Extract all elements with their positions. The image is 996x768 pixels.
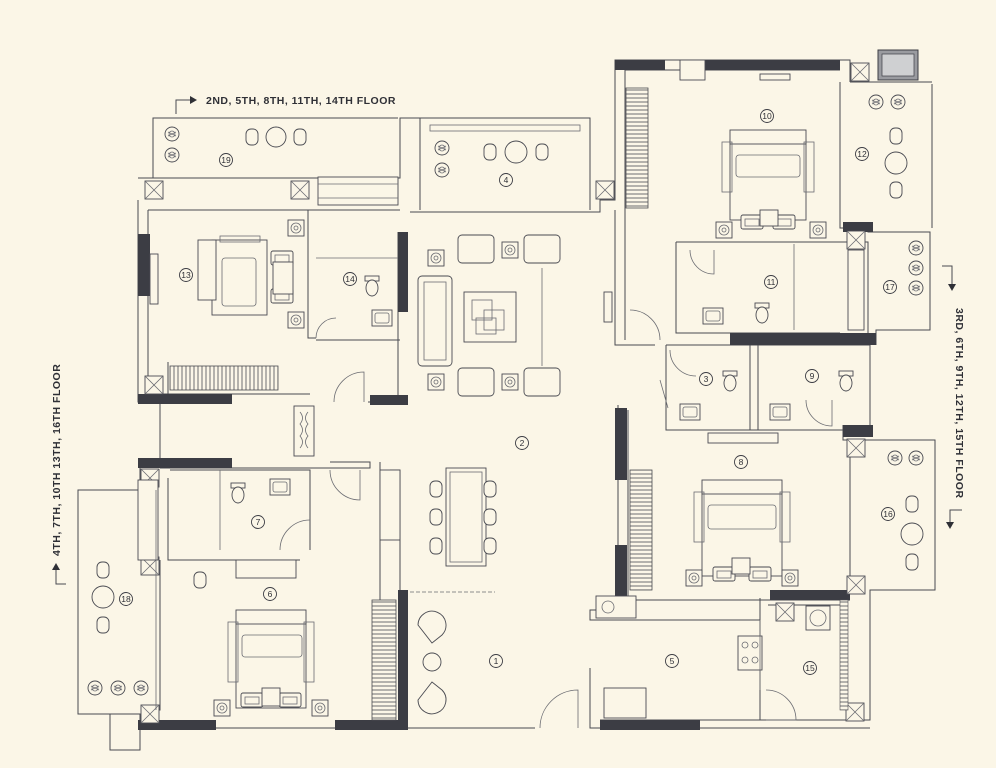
room-label-19: 19	[219, 153, 233, 167]
svg-text:8: 8	[739, 457, 744, 467]
svg-text:14: 14	[345, 274, 355, 284]
room-label-5: 5	[665, 654, 679, 668]
svg-text:11: 11	[767, 277, 776, 287]
room-label-6: 6	[263, 587, 277, 601]
svg-text:10: 10	[762, 111, 772, 121]
thick-walls	[138, 60, 876, 730]
svg-text:2: 2	[520, 438, 525, 448]
svg-text:6: 6	[268, 589, 273, 599]
room-14	[316, 257, 398, 327]
room-label-3: 3	[699, 372, 713, 386]
svg-text:3RD, 6TH, 9TH, 12TH, 15TH FLO: 3RD, 6TH, 9TH, 12TH, 15TH FLOOR	[953, 308, 965, 499]
doors	[279, 249, 833, 729]
svg-text:13: 13	[181, 270, 191, 280]
room-labels: 1 2 3 4 5 6 7 8 9 10 11 12 13 14 15 16 1…	[119, 109, 897, 675]
svg-text:9: 9	[810, 371, 815, 381]
room-label-7: 7	[251, 515, 265, 529]
room-label-12: 12	[855, 147, 869, 161]
room-label-9: 9	[805, 369, 819, 383]
room-18	[87, 490, 157, 710]
floor-label-top: 2ND, 5TH, 8TH, 11TH, 14TH FLOOR	[175, 95, 396, 114]
room-16	[887, 450, 924, 571]
room-1	[410, 591, 495, 715]
room-label-16: 16	[881, 507, 895, 521]
room-13	[197, 219, 305, 329]
room-4	[429, 124, 581, 178]
room-label-13: 13	[179, 268, 193, 282]
svg-text:17: 17	[885, 282, 895, 292]
room-7	[219, 470, 291, 550]
arrow-icon	[942, 265, 953, 288]
room-12	[868, 94, 908, 199]
svg-text:7: 7	[256, 517, 261, 527]
room-label-14: 14	[343, 272, 357, 286]
room-label-11: 11	[764, 275, 778, 289]
room-17	[908, 240, 924, 296]
room-5	[595, 595, 763, 719]
room-15	[805, 599, 849, 711]
room-label-4: 4	[499, 173, 513, 187]
svg-text:18: 18	[121, 594, 131, 604]
arrow-icon	[949, 509, 962, 526]
room-label-2: 2	[515, 436, 529, 450]
room-label-10: 10	[760, 109, 774, 123]
room-label-15: 15	[803, 661, 817, 675]
svg-text:3: 3	[704, 374, 709, 384]
svg-text:4TH, 7TH, 10TH 13TH, 16TH FLO: 4TH, 7TH, 10TH 13TH, 16TH FLOOR	[51, 364, 63, 556]
svg-text:5: 5	[670, 656, 675, 666]
room-2	[417, 234, 561, 567]
room-label-1: 1	[489, 654, 503, 668]
room-10	[715, 129, 827, 239]
room-11	[702, 244, 795, 330]
arrow-icon	[55, 566, 66, 585]
room-8	[685, 479, 799, 587]
room-label-17: 17	[883, 280, 897, 294]
floor-label-right: 3RD, 6TH, 9TH, 12TH, 15TH FLOOR	[942, 265, 965, 529]
svg-text:19: 19	[221, 155, 231, 165]
svg-text:2ND, 5TH, 8TH, 11TH, 14TH FLO: 2ND, 5TH, 8TH, 11TH, 14TH FLOOR	[206, 95, 396, 107]
wardrobes	[137, 49, 919, 721]
floor-label-left: 4TH, 7TH, 10TH 13TH, 16TH FLOOR	[51, 364, 66, 585]
svg-text:1: 1	[494, 656, 499, 666]
svg-text:4: 4	[504, 175, 509, 185]
arrow-icon	[175, 99, 194, 114]
svg-text:16: 16	[883, 509, 893, 519]
room-19	[164, 126, 307, 163]
room-6	[193, 571, 329, 717]
room-label-8: 8	[734, 455, 748, 469]
room-label-18: 18	[119, 592, 133, 606]
svg-text:12: 12	[857, 149, 867, 159]
svg-text:15: 15	[805, 663, 815, 673]
